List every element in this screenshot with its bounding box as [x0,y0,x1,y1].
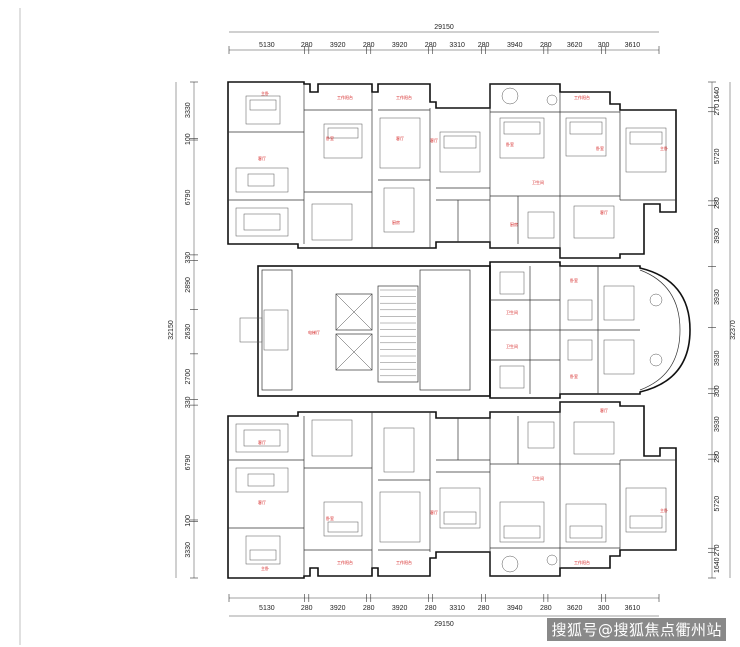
label-master-bl: 主卧 [261,565,269,571]
bottom-dim-label: 3940 [507,605,523,612]
label-master-br: 主卧 [660,507,668,513]
label-balcony-b1: 工作阳台 [337,559,353,565]
lower-partitions [228,402,676,576]
top-dim-label: 3920 [392,42,408,49]
right-dim-label: 270 [714,544,721,556]
right-dim-label: 3930 [714,289,721,305]
label-living-bl2: 客厅 [258,499,266,505]
label-balcony-b3: 工作阳台 [574,559,590,565]
left-dim-label: 330 [185,252,192,264]
top-dim-label: 3620 [567,42,583,49]
top-dim-label: 280 [425,42,437,49]
label-kitchen-t1: 厨房 [392,219,400,225]
right-dim-label: 3930 [714,416,721,432]
top-dim-label: 3920 [330,42,346,49]
core-elevators-stairs: 电梯厅 [239,269,471,391]
right-dim-label: 3930 [714,228,721,244]
source-watermark: 搜狐号@搜狐焦点衢州站 [547,618,726,641]
label-bedroom-m2: 卧室 [570,373,578,379]
bottom-dim-label: 3620 [567,605,583,612]
label-bedroom-b1: 卧室 [326,515,334,521]
lower-furniture [235,419,667,573]
left-dim-label: 100 [185,133,192,145]
right-dim-label: 3930 [714,350,721,366]
upper-furniture [235,87,667,241]
left-dim-label: 2700 [185,369,192,385]
label-kitchen-t2: 厨房 [510,221,518,227]
label-bath-m1: 卫生间 [506,309,518,315]
right-dim-label: 270 [714,104,721,116]
label-bedroom-t3: 卧室 [596,145,604,151]
bottom-dim-label: 5130 [259,605,275,612]
right-dim-label: 1640 [714,557,721,573]
left-dim-label: 330 [185,396,192,408]
label-living-bl: 客厅 [258,439,266,445]
label-bedroom-m1: 卧室 [570,277,578,283]
label-living-br: 客厅 [600,407,608,413]
label-balcony-t3: 工作阳台 [574,94,590,100]
bottom-dim-label: 280 [478,605,490,612]
middle-right-partitions [490,266,640,394]
label-bath-t1: 卫生间 [532,179,544,185]
label-living-tl: 客厅 [258,155,266,161]
bottom-dim-label: 300 [598,605,610,612]
left-total-dimension: 32150 [168,320,175,340]
bottom-total-dimension: 29150 [434,621,454,628]
top-dim-label: 3940 [507,42,523,49]
right-dim-label: 280 [714,197,721,209]
label-living-tr: 客厅 [600,209,608,215]
label-bath-m2: 卫生间 [506,343,518,349]
top-dim-label: 280 [540,42,552,49]
right-dim-label: 5720 [714,496,721,512]
label-bedroom-t2: 卧室 [506,141,514,147]
left-dim-label: 100 [185,515,192,527]
top-dim-label: 3610 [625,42,641,49]
label-balcony-t2: 工作阳台 [396,94,412,100]
label-living-t3: 客厅 [430,137,438,143]
room-labels: 主卧 客厅 工作阳台 工作阳台 卧室 客厅 客厅 卧室 工作阳台 卧室 主卧 卫… [258,90,668,571]
label-master-tr: 主卧 [660,145,668,151]
left-dimension-chain: 32150 3330 100 6790 330 2890 2630 2700 330 6790 1… [168,81,198,579]
label-bedroom-t1: 卧室 [326,135,334,141]
right-dim-label: 300 [714,385,721,397]
left-dim-label: 2890 [185,277,192,293]
bottom-dim-label: 3920 [330,605,346,612]
label-living-b3: 客厅 [430,509,438,515]
bottom-dim-label: 280 [540,605,552,612]
right-total-dimension: 32370 [730,320,737,340]
bottom-dim-label: 280 [301,605,313,612]
left-dim-label: 3330 [185,102,192,118]
bottom-dim-label: 280 [425,605,437,612]
label-elevator-hall: 电梯厅 [308,329,320,335]
left-dim-label: 3330 [185,542,192,558]
bottom-dim-label: 3310 [449,605,465,612]
top-dim-label: 280 [301,42,313,49]
top-dimension-chain: 29150 5130 280 3920 280 3920 280 3310 280 3940 28… [228,24,660,54]
upper-partitions [228,84,676,258]
label-living-t2: 客厅 [396,135,404,141]
right-dim-label: 5720 [714,148,721,164]
top-dim-label: 280 [363,42,375,49]
right-dim-label: 1640 [714,87,721,103]
label-master-tl: 主卧 [261,90,269,96]
bottom-dim-label: 3920 [392,605,408,612]
top-dim-label: 3310 [449,42,465,49]
right-dim-label: 280 [714,451,721,463]
bottom-dim-label: 280 [363,605,375,612]
label-balcony-t1: 工作阳台 [337,94,353,100]
top-dim-label: 280 [478,42,490,49]
bottom-dimension-chain: 29150 5130 280 3920 280 3920 280 3310 280 3940 28… [228,594,660,628]
left-dim-label: 6790 [185,190,192,206]
top-total-dimension: 29150 [434,24,454,31]
bottom-dim-label: 3610 [625,605,641,612]
right-dimension-chain: 32370 1640270572028039303930393030039302… [708,81,737,579]
label-balcony-b2: 工作阳台 [396,559,412,565]
left-dim-label: 2630 [185,324,192,340]
left-dim-label: 6790 [185,455,192,471]
middle-furniture [499,271,663,389]
label-bath-b1: 卫生间 [532,475,544,481]
top-dim-label: 5130 [259,42,275,49]
top-dim-label: 300 [598,42,610,49]
